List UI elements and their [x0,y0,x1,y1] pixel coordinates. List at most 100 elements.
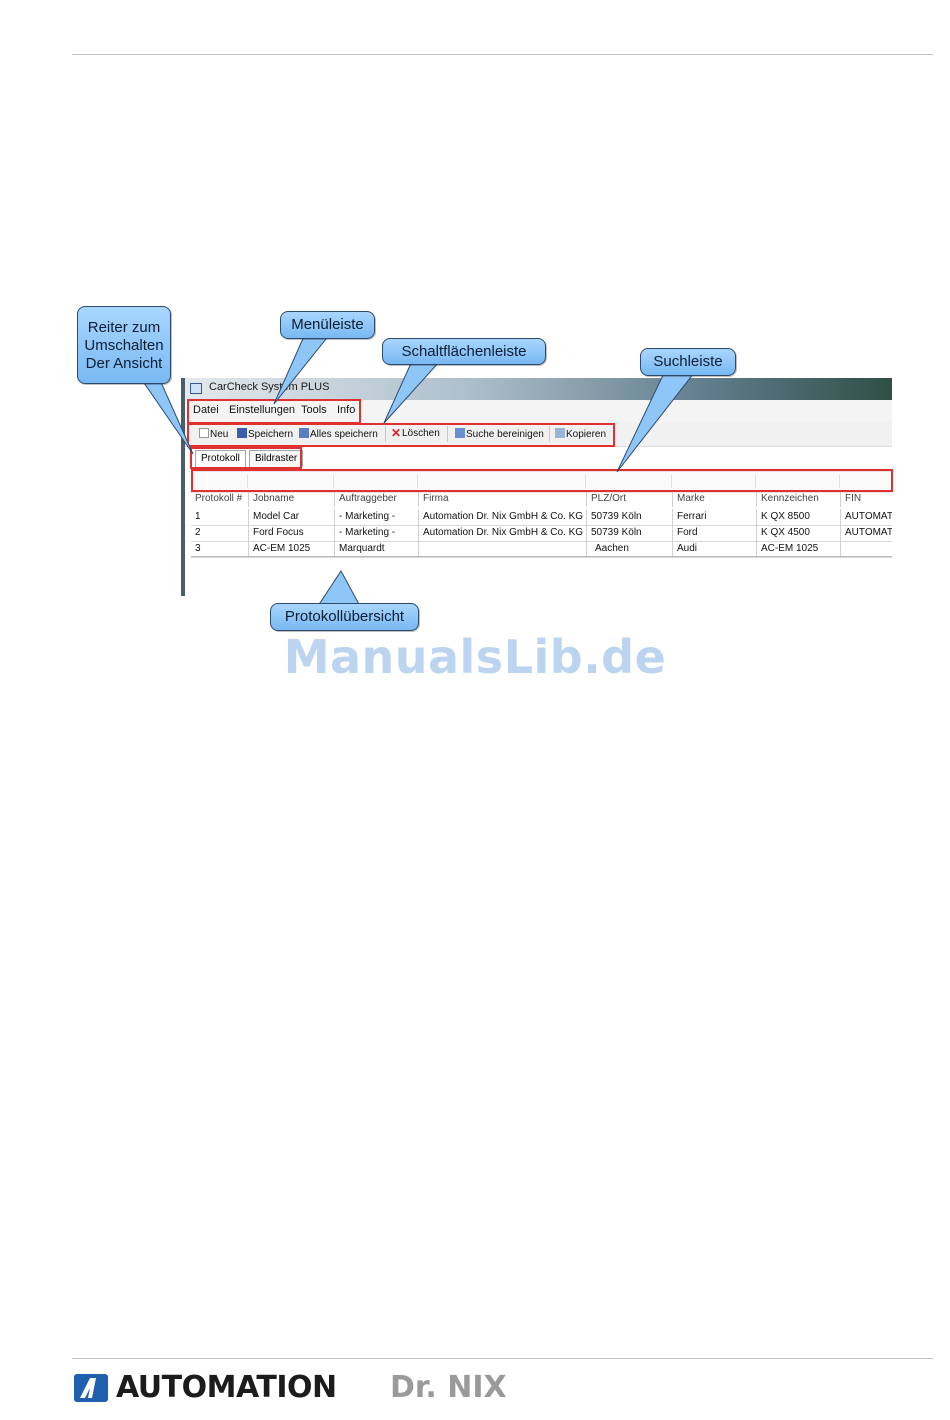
column-header[interactable]: Firma [419,491,587,507]
save-all-icon [299,428,309,438]
save-all-button[interactable]: Alles speichern [299,428,378,440]
search-callout: Suchleiste [640,348,736,376]
toolbar-highlight [187,423,615,447]
search-field[interactable] [671,475,756,488]
automation-logo-icon [74,1374,108,1402]
menu-datei[interactable]: Datei [193,404,219,416]
column-header[interactable]: Auftraggeber [335,491,419,507]
column-header[interactable]: Jobname [249,491,335,507]
table-cell: Ford Focus [249,525,335,541]
search-callout-tail [616,372,696,473]
window-title: CarCheck System PLUS [209,381,330,393]
new-button[interactable]: Neu [199,428,228,440]
table-cell: K QX 4500 [757,525,841,541]
table-row[interactable]: 2 Ford Focus - Marketing - Automation Dr… [191,525,892,542]
toolbar-separator [447,426,448,442]
table-cell: Marquardt [335,541,419,557]
table-cell: Model Car [249,509,335,525]
table-cell: Automation Dr. Nix GmbH & Co. KG [419,525,587,541]
table-header: Protokoll # Jobname Auftraggeber Firma P… [191,491,892,507]
app-screenshot: CarCheck System PLUS Datei Einstellungen… [181,378,892,596]
copy-icon [555,428,565,438]
table-row[interactable]: 3 AC-EM 1025 Marquardt Aachen Audi AC-EM… [191,541,892,558]
new-document-icon [199,428,209,438]
search-row [189,471,892,493]
menu-bar: Datei Einstellungen Tools Info [185,400,892,422]
clear-search-label: Suche bereinigen [466,429,544,440]
clear-search-icon [455,428,465,438]
app-icon [190,383,202,394]
save-all-label: Alles speichern [310,429,378,440]
tabs-callout-line: Reiter zum [87,319,161,336]
toolbar-callout-tail [383,360,442,424]
callout-tails [141,333,696,607]
menu-info[interactable]: Info [337,404,356,416]
clear-search-button[interactable]: Suche bereinigen [455,428,544,440]
header-rule [72,54,933,55]
toolbar-callout: Schaltflächenleiste [382,338,546,365]
table-cell: AC-EM 1025 [757,541,841,557]
menu-callout-tail [273,333,332,405]
column-header[interactable]: Kennzeichen [757,491,841,507]
table-cell: Ford [673,525,757,541]
save-icon [237,428,247,438]
search-field[interactable] [585,475,672,488]
table-cell: K QX 8500 [757,509,841,525]
table-bottom-border [191,556,892,557]
table-cell: Ferrari [673,509,757,525]
tab-protokoll[interactable]: Protokoll [195,450,246,467]
copy-label: Kopieren [566,429,607,440]
overview-callout-tail [317,570,361,607]
table-cell: 50739 Köln [587,525,673,541]
copy-button[interactable]: Kopieren [555,428,606,440]
watermark: ManualsLib.de [283,630,667,684]
menu-callout: Menüleiste [280,311,375,339]
new-label: Neu [210,429,229,440]
table-cell: 3 [191,541,249,557]
column-header[interactable]: PLZ/Ort [587,491,673,507]
table-cell [419,541,587,557]
table-cell: 50739 Köln [587,509,673,525]
table-cell: Aachen [587,541,673,557]
column-header[interactable]: Protokoll # [191,491,249,507]
table-cell: - Marketing - [335,509,419,525]
search-field[interactable] [755,475,840,488]
tabs-callout-tail [141,379,194,455]
table-cell: AC-EM 1025 [249,541,335,557]
tabs-highlight [190,447,302,469]
column-header[interactable]: FIN [845,493,862,504]
save-label: Speichern [248,429,294,440]
save-button[interactable]: Speichern [237,428,293,440]
table-cell: AUTOMAT [845,511,892,522]
search-field[interactable] [417,475,586,488]
table-cell: 1 [191,509,249,525]
brand-suffix: Dr. NIX [390,1370,507,1405]
overview-callout: Protokollübersicht [270,603,419,631]
search-field[interactable] [247,475,334,488]
search-field[interactable] [189,475,248,488]
brand-name: AUTOMATION [116,1370,337,1405]
table-row[interactable]: 1 Model Car - Marketing - Automation Dr.… [191,509,892,526]
tab-bildraster[interactable]: Bildraster [249,450,304,467]
window-left-edge [181,378,185,596]
toolbar: Neu Speichern Alles speichern ✕Löschen S… [185,422,892,447]
title-bar: CarCheck System PLUS [185,378,892,400]
search-highlight [191,469,893,492]
tabs-callout: Reiter zum Umschalten Der Ansicht [77,306,171,384]
toolbar-separator [549,426,550,442]
table-cell: Automation Dr. Nix GmbH & Co. KG [419,509,587,525]
delete-button[interactable]: ✕Löschen [391,427,440,439]
view-tabs: Protokoll Bildraster [185,448,892,470]
table-cell: 2 [191,525,249,541]
search-field[interactable] [333,475,418,488]
menu-tools[interactable]: Tools [301,404,327,416]
table-cell: AUTOMAT [845,527,892,538]
toolbar-separator [385,426,386,442]
table-cell: Audi [673,541,757,557]
tabs-callout-line: Umschalten [84,337,164,354]
column-header[interactable]: Marke [673,491,757,507]
menu-einstellungen[interactable]: Einstellungen [229,404,296,416]
tabs-callout-line: Der Ansicht [85,355,163,372]
footer-rule [72,1358,933,1359]
table-cell: - Marketing - [335,525,419,541]
